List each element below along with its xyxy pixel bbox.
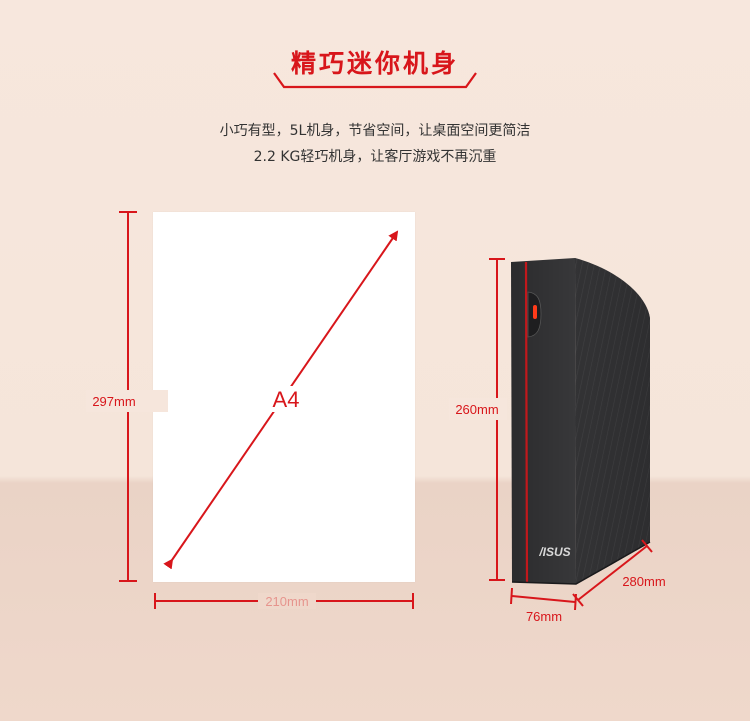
a4-label: A4 xyxy=(273,387,300,412)
section-title: 精巧迷你机身 xyxy=(290,49,459,78)
brand-logo: /ISUS xyxy=(538,545,570,559)
device-depth-label: 280mm xyxy=(622,574,665,589)
device-illustration xyxy=(511,258,651,585)
title-underline xyxy=(273,72,477,89)
description-line-1: 小巧有型，5L机身，节省空间，让桌面空间更简洁 xyxy=(219,123,531,139)
device-height-label: 260mm xyxy=(455,402,498,417)
device-depth-dimension xyxy=(572,539,653,607)
a4-width-label: 210mm xyxy=(265,594,308,609)
a4-height-label: 297mm xyxy=(92,394,135,409)
device-width-dimension xyxy=(510,587,577,611)
description-line-2: 2.2 KG轻巧机身，让客厅游戏不再沉重 xyxy=(253,149,497,165)
device-width-label: 76mm xyxy=(526,609,562,624)
